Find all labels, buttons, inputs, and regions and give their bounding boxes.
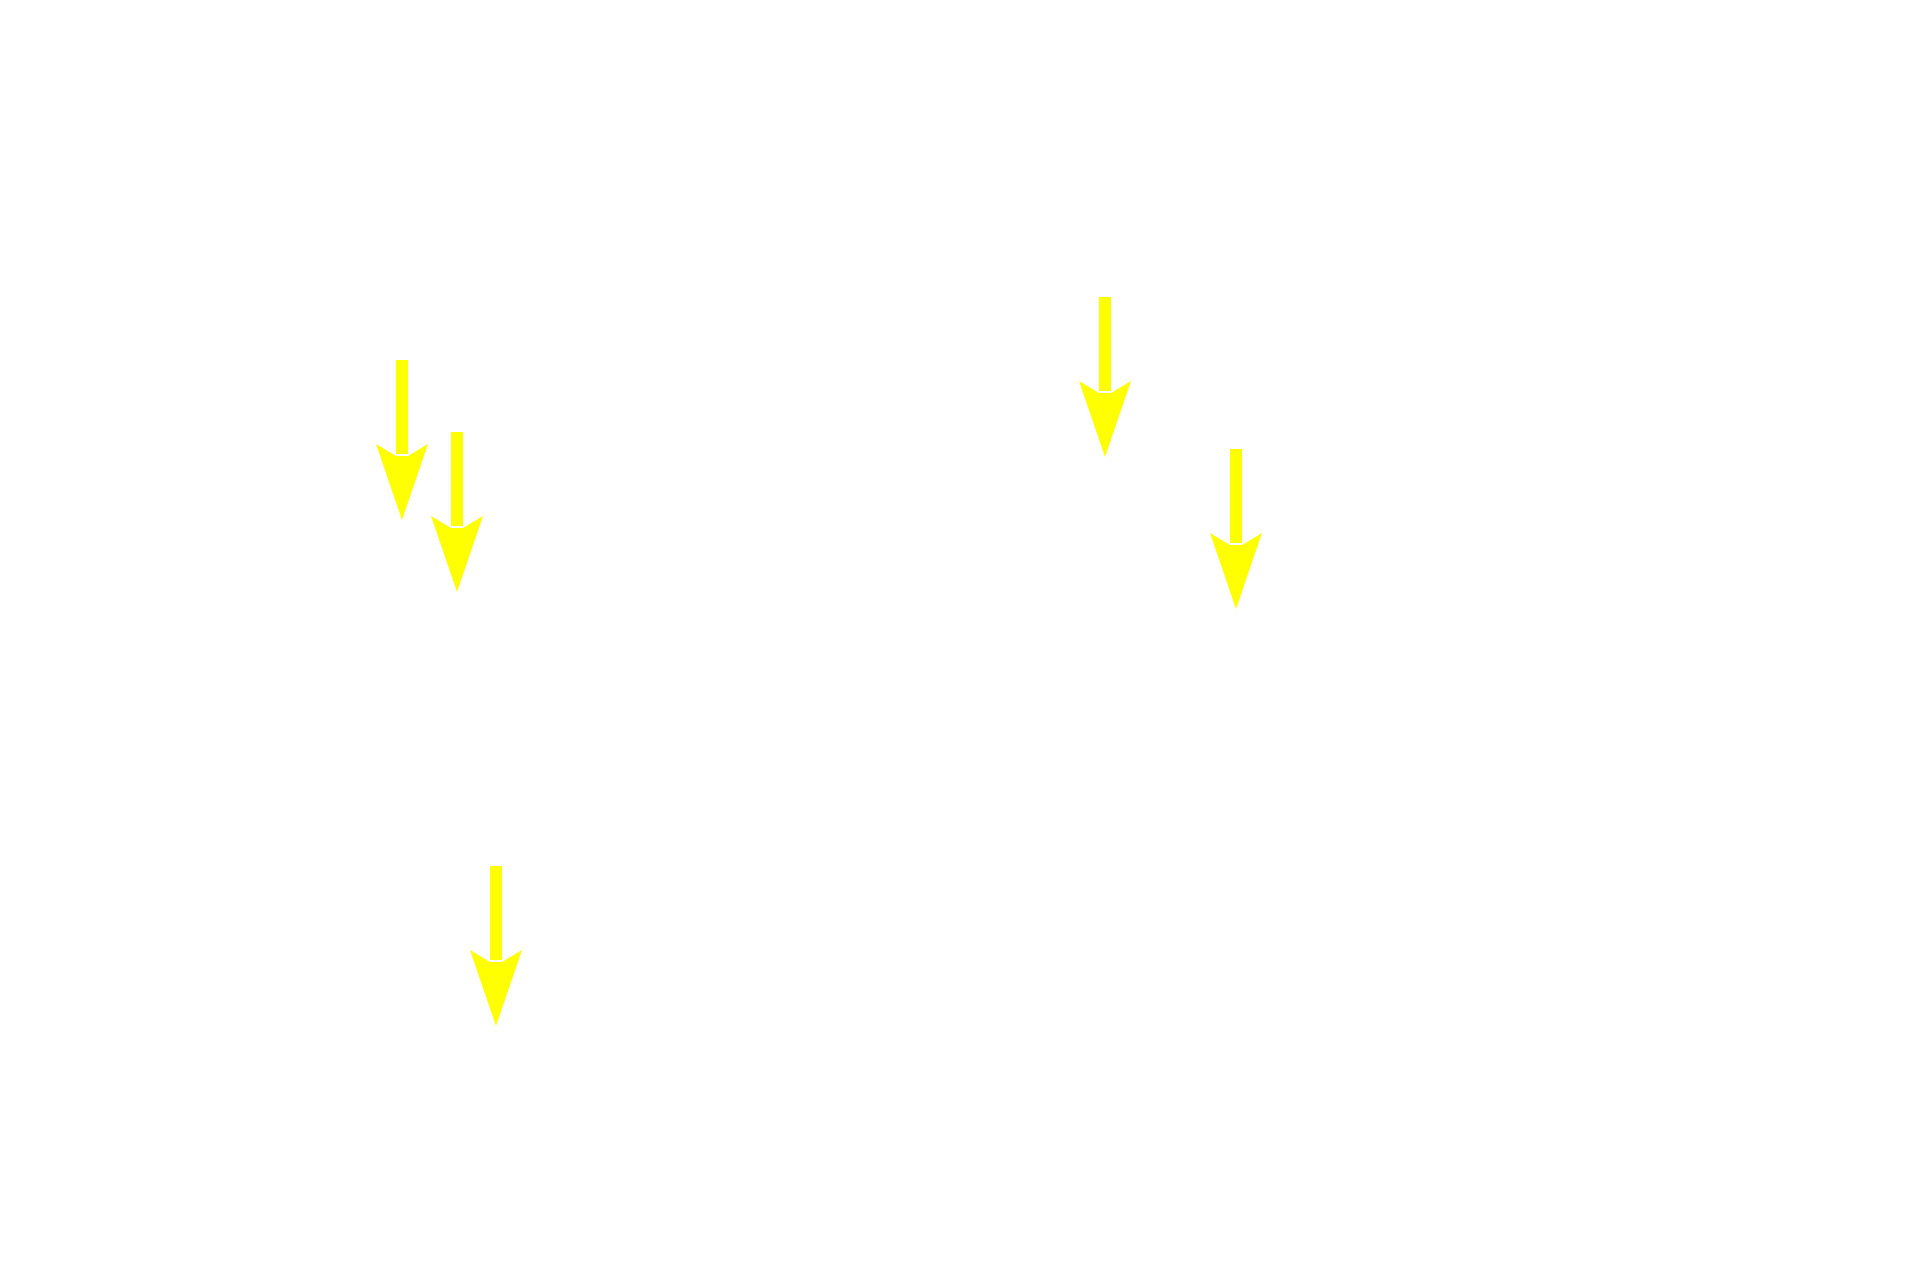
down-arrow-icon [1079,297,1131,457]
down-arrow-icon [470,866,522,1026]
down-arrow-icon [1210,449,1262,609]
down-arrow-icon [376,360,428,520]
down-arrow-icon [431,432,483,592]
